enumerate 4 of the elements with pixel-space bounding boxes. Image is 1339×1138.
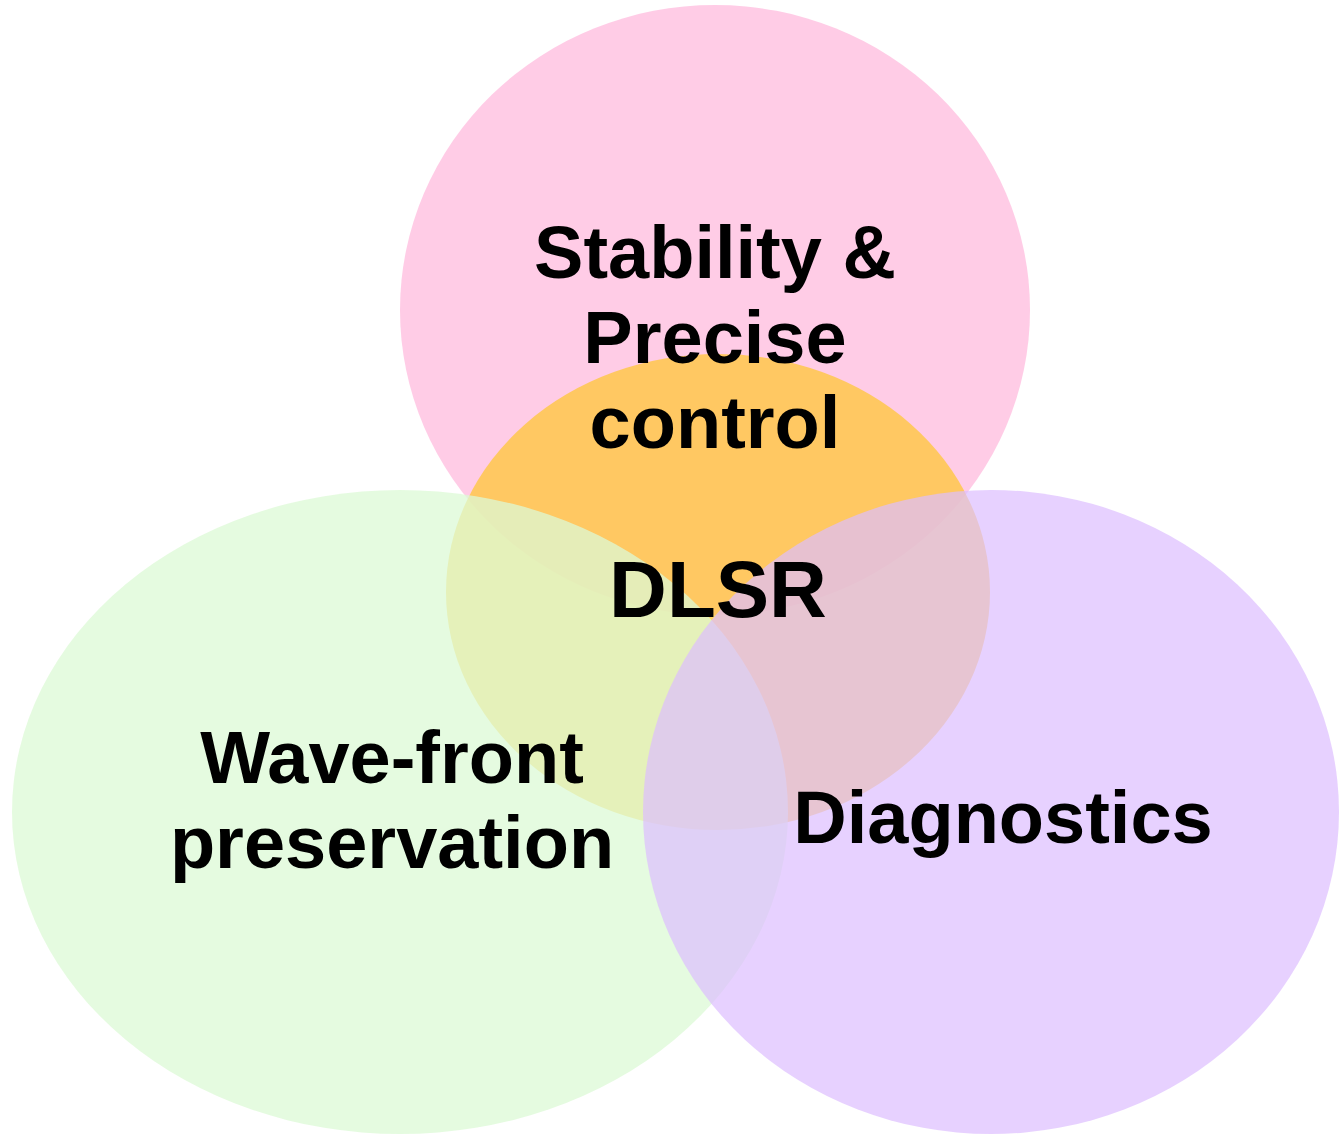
region-label: DLSR: [608, 544, 828, 636]
region-label: Wave-front preservation: [168, 715, 616, 886]
region-label: Stability & Precise control: [533, 210, 897, 466]
region-label: Diagnostics: [792, 775, 1214, 861]
